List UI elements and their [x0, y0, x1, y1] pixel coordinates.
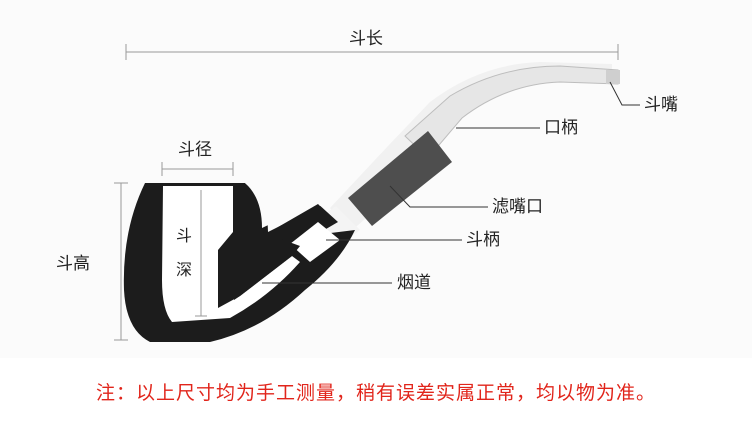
shank-label: 斗柄 [466, 230, 500, 250]
bowl-depth-label-top: 斗 [176, 226, 193, 245]
mouthpiece-tip [606, 70, 620, 84]
leader-lines [262, 81, 640, 284]
chamber-divider [233, 232, 300, 300]
smoke-channel-label: 烟道 [397, 273, 431, 293]
smoke-channel-opening [290, 222, 340, 262]
bowl-height-dimension [114, 182, 128, 341]
bowl-length-label: 斗长 [349, 29, 383, 49]
bowl-chamber [162, 186, 300, 322]
bowl-depth-dimension [195, 190, 207, 317]
filter-section [348, 131, 452, 226]
bowl-length-dimension [125, 44, 619, 60]
bowl-diameter-dimension [161, 162, 234, 176]
filter-leader [389, 185, 488, 208]
mouthpiece-label: 斗嘴 [644, 95, 678, 115]
pipe-illustration [114, 44, 640, 342]
shank-top [266, 204, 332, 246]
measurement-disclaimer: 注：以上尺寸均为手工测量，稍有误差实属正常，均以物为准。 [95, 382, 656, 404]
bowl-shank-gap [245, 180, 330, 232]
bowl-depth-label-bottom: 深 [176, 260, 193, 279]
bowl-height-label: 斗高 [56, 254, 90, 274]
bowl-diameter-label: 斗径 [178, 140, 212, 160]
mouthpiece-leader [609, 81, 640, 106]
filter-mouth-label: 滤嘴口 [492, 197, 543, 217]
stem-label: 口柄 [544, 118, 578, 138]
